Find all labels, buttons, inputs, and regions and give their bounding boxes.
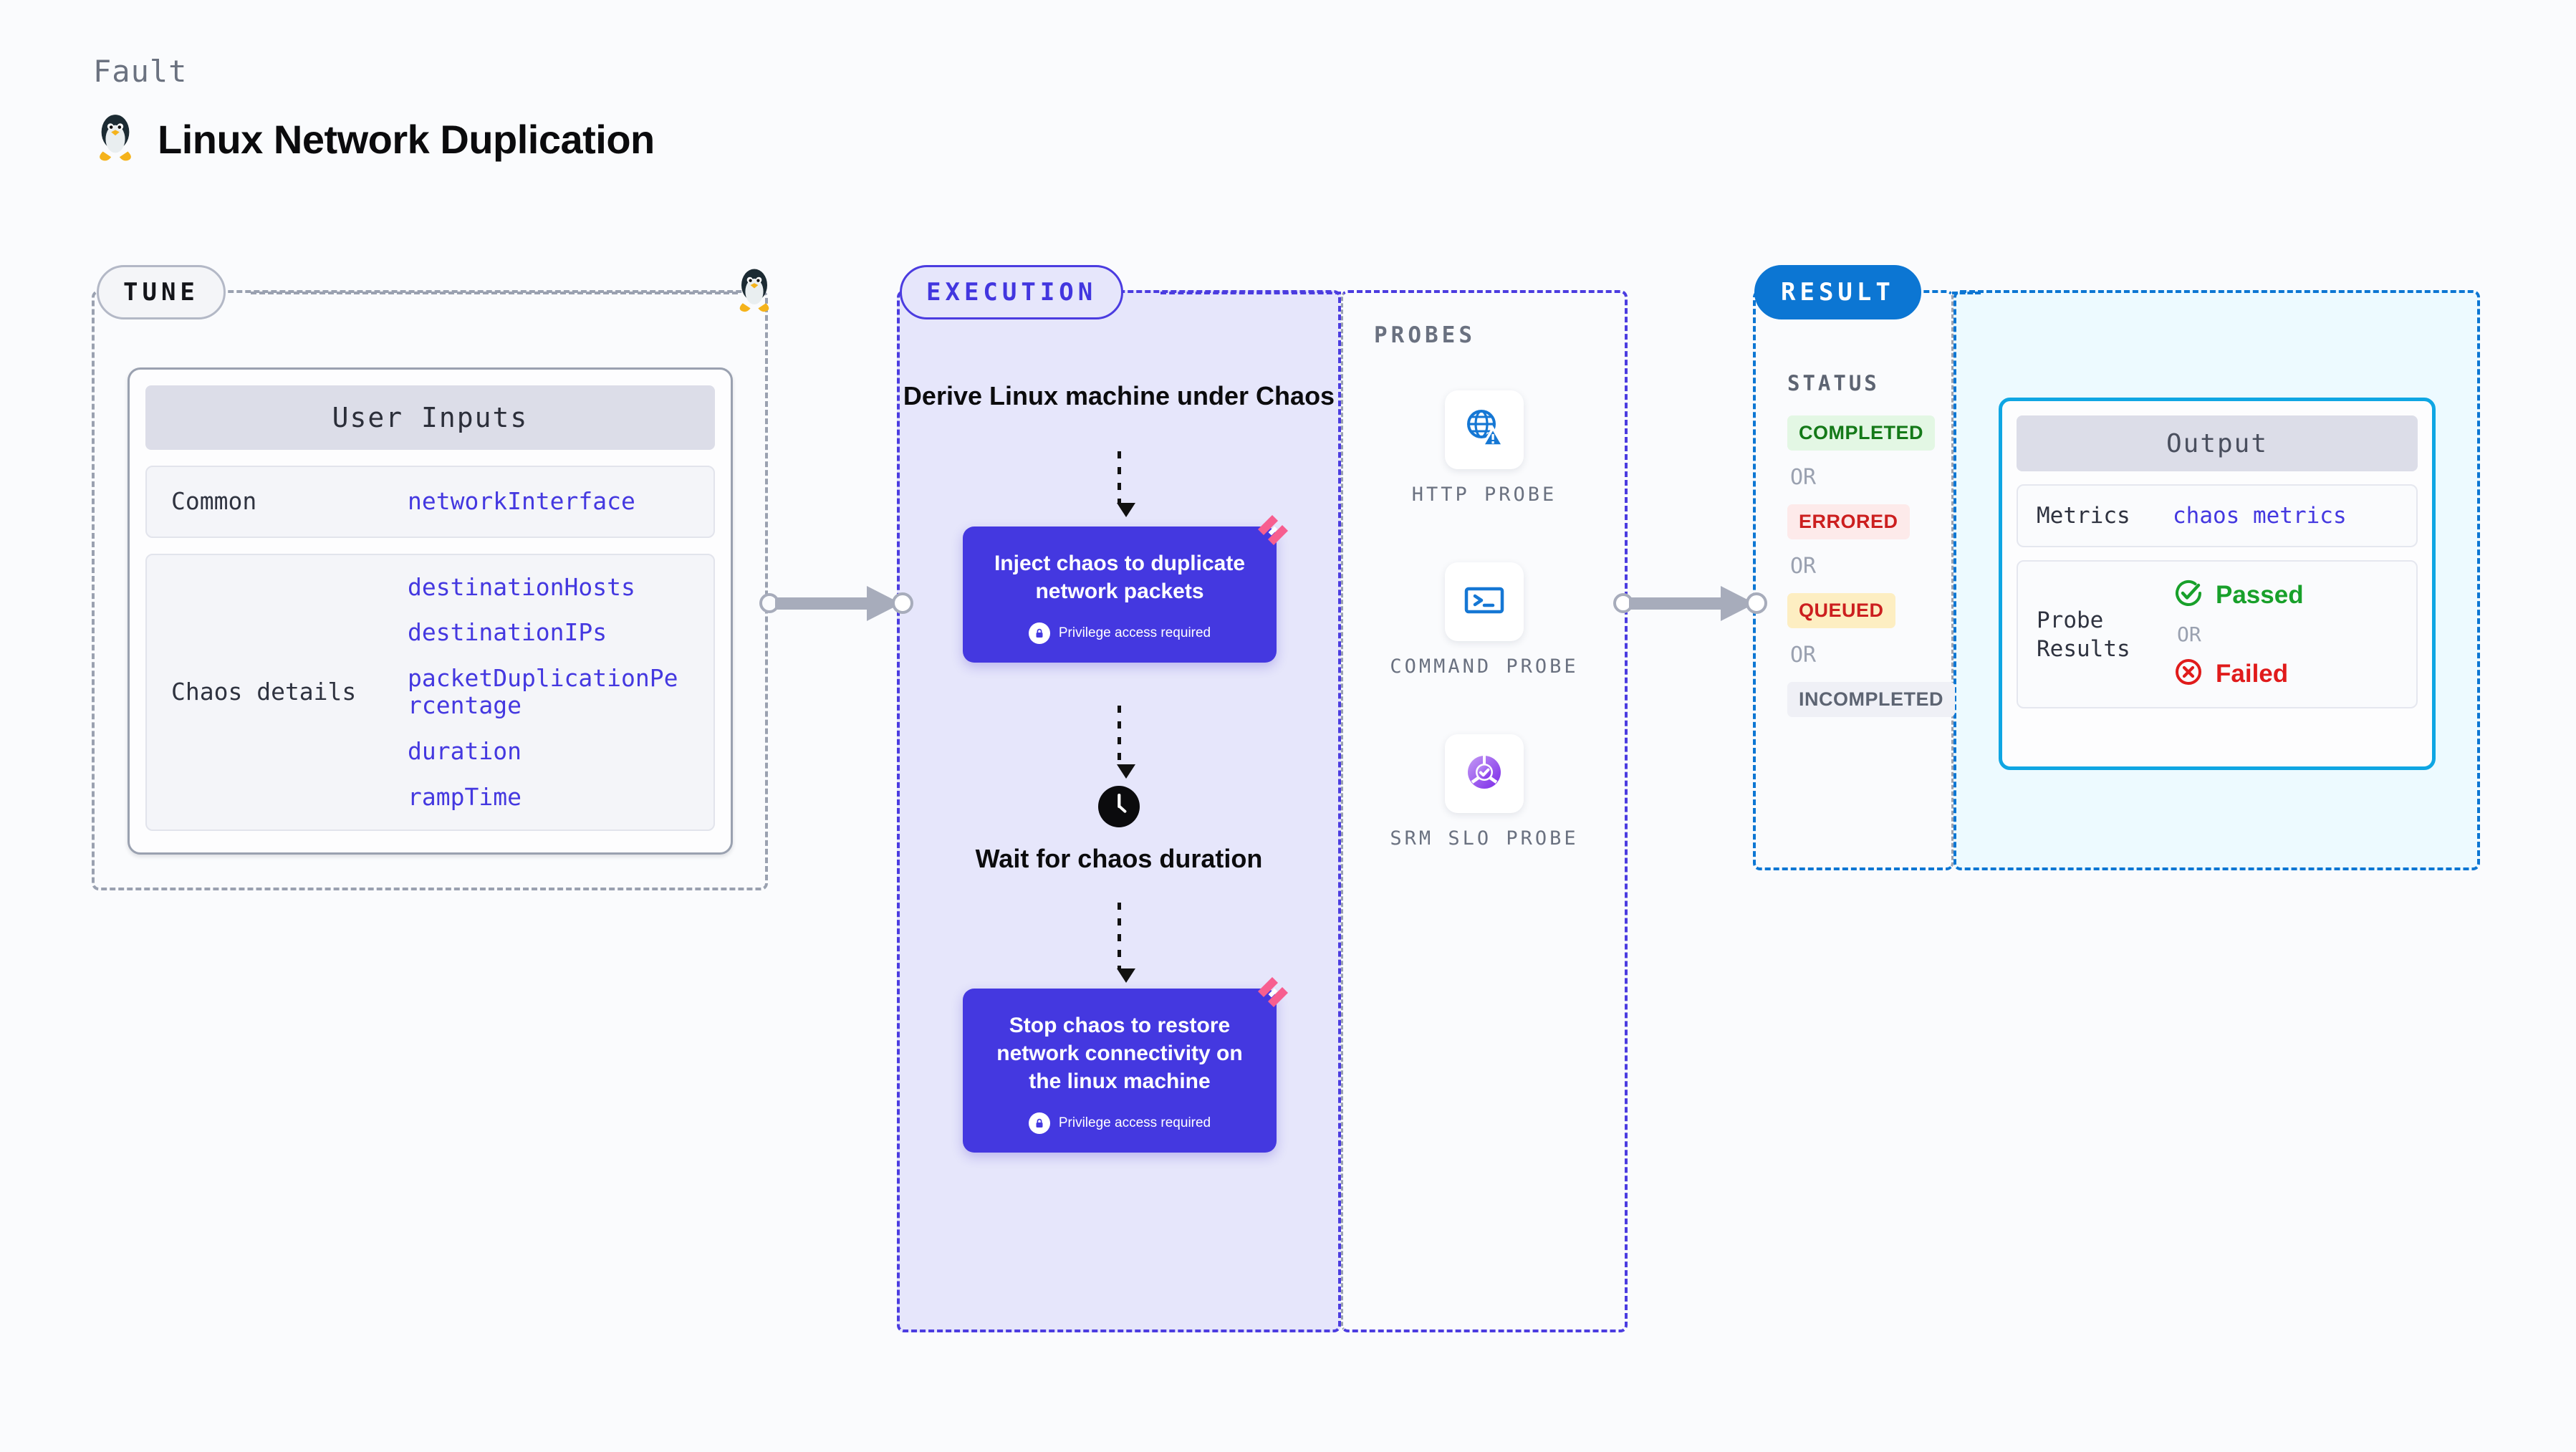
probe-result-passed: Passed bbox=[2173, 577, 2304, 612]
tune-row-chaos-details: Chaos details destinationHosts destinati… bbox=[145, 553, 715, 832]
output-row-metrics: Metrics chaos metrics bbox=[2017, 484, 2418, 548]
flow-arrow-3 bbox=[1117, 903, 1135, 983]
probe-result-passed-label: Passed bbox=[2216, 580, 2304, 609]
terminal-icon bbox=[1461, 577, 1507, 627]
status-or-2: OR bbox=[1790, 554, 1817, 579]
status-badge-incompleted: INCOMPLETED bbox=[1787, 682, 1956, 717]
privilege-note: Privilege access required bbox=[983, 622, 1256, 644]
probe-srm-slo[interactable]: SRM SLO PROBE bbox=[1341, 734, 1628, 852]
inject-chaos-node[interactable]: Inject chaos to duplicate network packet… bbox=[963, 515, 1288, 663]
privilege-note-text: Privilege access required bbox=[1058, 1115, 1211, 1130]
output-key: Probe Results bbox=[2037, 607, 2130, 662]
user-inputs-title: User Inputs bbox=[145, 385, 715, 450]
privilege-note: Privilege access required bbox=[983, 1112, 1256, 1134]
output-card: Output Metrics chaos metrics Probe Resul… bbox=[1999, 398, 2436, 770]
tune-leader-line bbox=[251, 292, 738, 294]
wait-duration-text: Wait for chaos duration bbox=[975, 844, 1263, 873]
linux-penguin-icon-small bbox=[732, 266, 777, 321]
probe-tile bbox=[1445, 390, 1524, 469]
result-leader-line bbox=[1952, 292, 1981, 294]
probe-tile bbox=[1445, 734, 1524, 813]
tune-value[interactable]: rampTime bbox=[408, 783, 522, 812]
tune-value[interactable]: duration bbox=[408, 737, 522, 766]
linux-penguin-icon bbox=[93, 111, 138, 167]
harness-logo-icon bbox=[1254, 973, 1292, 1015]
stop-chaos-text: Stop chaos to restore network connectivi… bbox=[996, 1014, 1243, 1093]
tune-row-key: Common bbox=[171, 487, 257, 515]
probe-label: SRM SLO PROBE bbox=[1390, 827, 1579, 850]
probe-result-values: Passed OR Failed bbox=[2173, 577, 2304, 691]
output-row-probe-results: Probe Results Passed OR bbox=[2017, 560, 2418, 709]
stage-badge-tune[interactable]: TUNE bbox=[97, 265, 226, 319]
page-eyebrow: Fault bbox=[93, 54, 188, 89]
probe-result-failed-label: Failed bbox=[2216, 659, 2289, 688]
status-badge-errored: ERRORED bbox=[1787, 504, 1910, 539]
harness-logo-icon bbox=[1254, 511, 1292, 553]
output-key: Metrics bbox=[2037, 503, 2130, 529]
probes-section-label: PROBES bbox=[1374, 322, 1476, 348]
status-section-label: STATUS bbox=[1787, 371, 1880, 395]
probe-tile bbox=[1445, 562, 1524, 641]
tune-value[interactable]: networkInterface bbox=[408, 487, 635, 516]
probe-result-or: OR bbox=[2177, 622, 2201, 647]
clock-icon bbox=[1097, 784, 1141, 832]
status-or-1: OR bbox=[1790, 465, 1817, 490]
stage-badge-result[interactable]: RESULT bbox=[1754, 265, 1921, 319]
lock-icon bbox=[1028, 1112, 1050, 1134]
lock-icon bbox=[1028, 622, 1050, 644]
probe-result-failed: Failed bbox=[2173, 656, 2304, 691]
tune-row-key: Chaos details bbox=[171, 678, 357, 706]
tune-row-values: destinationHosts destinationIPs packetDu… bbox=[408, 572, 689, 812]
derive-machine-step: Derive Linux machine under Chaos bbox=[903, 381, 1335, 410]
connector-probes-to-result bbox=[1613, 586, 1767, 621]
status-badge-queued: QUEUED bbox=[1787, 593, 1895, 628]
tune-row-common: Common networkInterface bbox=[145, 466, 715, 538]
connector-tune-to-execution bbox=[759, 586, 913, 621]
x-circle-icon bbox=[2173, 656, 2204, 691]
result-stage-container bbox=[1753, 290, 1953, 870]
page-title: Linux Network Duplication bbox=[158, 116, 655, 162]
probe-command[interactable]: COMMAND PROBE bbox=[1341, 562, 1628, 680]
stage-badge-execution[interactable]: EXECUTION bbox=[900, 265, 1124, 319]
status-or-3: OR bbox=[1790, 643, 1817, 668]
page-title-row: Linux Network Duplication bbox=[93, 111, 655, 167]
output-card-title: Output bbox=[2017, 415, 2418, 471]
flow-arrow-1 bbox=[1117, 451, 1135, 517]
wait-duration-node: Wait for chaos duration bbox=[969, 784, 1269, 876]
status-badge-completed: COMPLETED bbox=[1787, 415, 1936, 451]
tune-value[interactable]: packetDuplicationPercentage bbox=[408, 664, 678, 720]
status-list: COMPLETED OR ERRORED OR QUEUED OR INCOMP… bbox=[1787, 415, 1956, 717]
inject-chaos-text: Inject chaos to duplicate network packet… bbox=[994, 552, 1246, 603]
output-value-metrics[interactable]: chaos metrics bbox=[2173, 503, 2347, 529]
check-circle-icon bbox=[2173, 577, 2204, 612]
probe-http[interactable]: HTTP PROBE bbox=[1341, 390, 1628, 508]
execution-leader-line bbox=[1160, 292, 1341, 294]
stop-chaos-node[interactable]: Stop chaos to restore network connectivi… bbox=[963, 977, 1288, 1153]
flow-arrow-2 bbox=[1117, 706, 1135, 779]
tune-value[interactable]: destinationHosts bbox=[408, 572, 635, 601]
tune-value[interactable]: destinationIPs bbox=[408, 618, 607, 647]
probe-label: HTTP PROBE bbox=[1411, 484, 1557, 506]
globe-warning-icon bbox=[1461, 405, 1507, 455]
probe-label: COMMAND PROBE bbox=[1390, 655, 1579, 678]
tune-row-values: networkInterface bbox=[408, 488, 635, 515]
privilege-note-text: Privilege access required bbox=[1058, 625, 1211, 640]
slo-donut-check-icon bbox=[1461, 749, 1507, 799]
user-inputs-card: User Inputs Common networkInterface Chao… bbox=[128, 367, 733, 855]
